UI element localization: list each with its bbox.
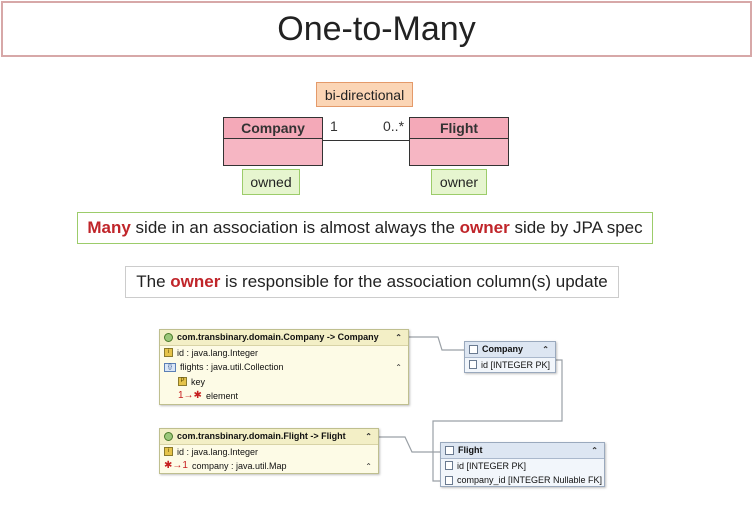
collapse-icon[interactable]: ⌃ <box>395 332 402 342</box>
association-line <box>323 140 409 141</box>
many-side-statement: Many side in an association is almost al… <box>77 212 653 244</box>
left-multiplicity: 1 <box>330 118 338 134</box>
company-mapping-title: com.transbinary.domain.Company -> Compan… <box>177 332 379 343</box>
owned-role-label: owned <box>242 169 300 195</box>
owner-highlight: owner <box>170 272 221 291</box>
company-class-name: Company <box>224 118 322 139</box>
collapse-icon[interactable]: ⌃ <box>542 344 549 354</box>
mapping-row-key[interactable]: P key <box>160 375 408 390</box>
attribute-label: id : java.lang.Integer <box>177 347 259 358</box>
company-table[interactable]: Company ⌃ id [INTEGER PK] <box>464 341 556 373</box>
column-icon <box>445 461 453 471</box>
attribute-label: key <box>191 376 206 387</box>
owner-responsibility-statement: The owner is responsible for the associa… <box>125 266 619 298</box>
company-table-header[interactable]: Company ⌃ <box>465 342 555 358</box>
mapping-row-id[interactable]: i id : java.lang.Integer <box>160 346 408 361</box>
many-to-one-icon: 1→✱ <box>178 389 202 401</box>
collapse-icon[interactable]: ⌃ <box>591 445 598 455</box>
flight-table-header[interactable]: Flight ⌃ <box>441 443 604 459</box>
attribute-label: id : java.lang.Integer <box>177 446 259 457</box>
slide-title: One-to-Many <box>277 9 476 48</box>
column-icon <box>445 475 453 485</box>
flight-mapping-title: com.transbinary.domain.Flight -> Flight <box>177 431 346 442</box>
column-label: id [INTEGER PK] <box>457 460 527 471</box>
id-attribute-icon: i <box>164 447 173 457</box>
company-mapping-header[interactable]: com.transbinary.domain.Company -> Compan… <box>160 330 408 346</box>
table-icon <box>469 344 478 354</box>
mapping-row-company[interactable]: ✱→1 company : java.util.Map ⌃ <box>160 459 378 474</box>
attribute-label: company : java.util.Map <box>191 461 287 472</box>
attribute-label: element <box>205 391 238 402</box>
table-title: Flight <box>458 445 483 456</box>
table-title: Company <box>482 344 524 355</box>
mapping-row-id[interactable]: i id : java.lang.Integer <box>160 445 378 460</box>
one-to-many-icon: ✱→1 <box>164 459 188 471</box>
statement2-text-b: is responsible for the association colum… <box>220 272 608 291</box>
collection-icon: {} <box>164 362 176 372</box>
attribute-label: flights : java.util.Collection <box>180 362 284 373</box>
flight-mapping-header[interactable]: com.transbinary.domain.Flight -> Flight … <box>160 429 378 445</box>
table-icon <box>445 445 454 455</box>
flight-table[interactable]: Flight ⌃ id [INTEGER PK] company_id [INT… <box>440 442 605 487</box>
collapse-icon[interactable]: ⌃ <box>395 362 402 372</box>
title-frame: One-to-Many <box>1 1 752 57</box>
owner-highlight: owner <box>459 218 510 237</box>
many-highlight: Many <box>87 218 131 237</box>
right-multiplicity: 0..* <box>383 118 405 134</box>
company-class-box: Company <box>223 117 323 166</box>
column-row[interactable]: id [INTEGER PK] <box>441 459 604 474</box>
mapping-row-element[interactable]: 1→✱ element <box>160 389 408 404</box>
flight-class-name: Flight <box>410 118 508 139</box>
flight-class-box: Flight <box>409 117 509 166</box>
key-icon: P <box>178 377 187 387</box>
column-icon <box>469 360 477 370</box>
owner-role-label: owner <box>431 169 487 195</box>
company-entity-mapping[interactable]: com.transbinary.domain.Company -> Compan… <box>159 329 409 405</box>
statement2-text-a: The <box>136 272 171 291</box>
column-row[interactable]: id [INTEGER PK] <box>465 358 555 373</box>
column-row[interactable]: company_id [INTEGER Nullable FK] <box>441 473 604 488</box>
statement1-text-a: side in an association is almost always … <box>130 218 460 237</box>
id-attribute-icon: i <box>164 348 173 358</box>
collapse-icon[interactable]: ⌃ <box>365 461 372 471</box>
column-label: company_id [INTEGER Nullable FK] <box>457 475 603 486</box>
column-label: id [INTEGER PK] <box>481 359 551 370</box>
relationship-label: bi-directional <box>316 82 413 107</box>
mapping-row-flights[interactable]: {} flights : java.util.Collection ⌃ <box>160 360 408 375</box>
collapse-icon[interactable]: ⌃ <box>365 431 372 441</box>
entity-icon <box>164 431 173 441</box>
entity-icon <box>164 332 173 342</box>
flight-entity-mapping[interactable]: com.transbinary.domain.Flight -> Flight … <box>159 428 379 474</box>
statement1-text-b: side by JPA spec <box>509 218 643 237</box>
